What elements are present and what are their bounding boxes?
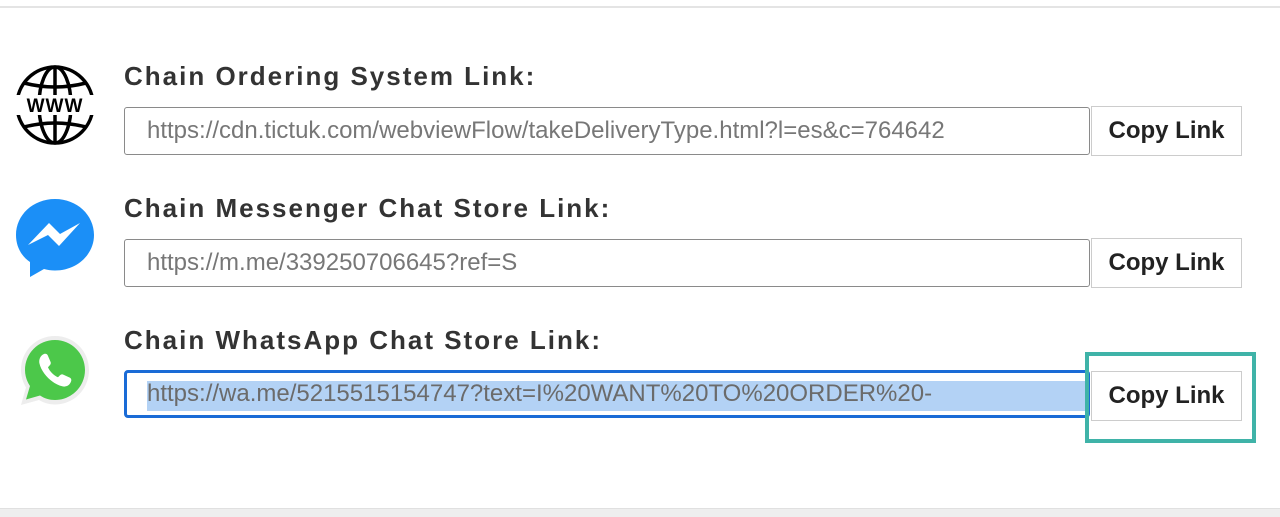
whatsapp-link-row: Chain WhatsApp Chat Store Link: Copy Lin… bbox=[0, 0, 1280, 421]
messenger-link-row: Chain Messenger Chat Store Link: Copy Li… bbox=[0, 0, 1280, 288]
whatsapp-link-field[interactable] bbox=[124, 370, 1090, 418]
whatsapp-link-label: Chain WhatsApp Chat Store Link: bbox=[124, 325, 602, 355]
whatsapp-icon bbox=[14, 330, 96, 412]
ordering-link-label: Chain Ordering System Link: bbox=[124, 61, 537, 91]
messenger-icon bbox=[14, 197, 96, 279]
messenger-link-label: Chain Messenger Chat Store Link: bbox=[124, 193, 612, 223]
bottom-divider bbox=[0, 508, 1280, 517]
ordering-link-row: WWW Chain Ordering System Link: Copy Lin… bbox=[0, 0, 1280, 156]
whatsapp-copy-link-button[interactable]: Copy Link bbox=[1091, 371, 1242, 421]
messenger-copy-link-button[interactable]: Copy Link bbox=[1091, 238, 1242, 288]
www-globe-icon: WWW bbox=[14, 64, 96, 146]
top-divider bbox=[0, 6, 1280, 8]
svg-text:WWW: WWW bbox=[27, 96, 84, 117]
messenger-link-input[interactable] bbox=[125, 240, 1089, 286]
ordering-link-input[interactable] bbox=[125, 108, 1089, 154]
whatsapp-link-input[interactable] bbox=[127, 373, 1087, 415]
messenger-link-field[interactable] bbox=[124, 239, 1090, 287]
ordering-copy-link-button[interactable]: Copy Link bbox=[1091, 106, 1242, 156]
ordering-link-field[interactable] bbox=[124, 107, 1090, 155]
